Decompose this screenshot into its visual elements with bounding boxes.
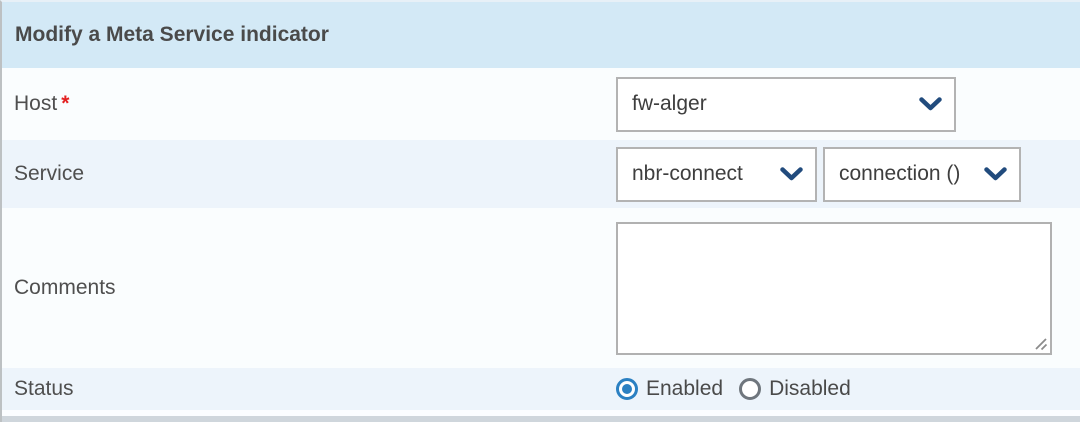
chevron-down-icon [919,97,942,111]
required-marker: * [61,92,70,115]
host-select[interactable]: fw-alger [616,76,956,132]
radio-enabled[interactable] [616,378,638,400]
chevron-down-icon [780,167,803,181]
bottom-divider [2,416,1080,422]
metric-select[interactable]: connection () [823,146,1021,202]
radio-disabled-label[interactable]: Disabled [769,377,851,400]
service-row: Service nbr-connect connection () [2,140,1080,208]
status-row: Status Enabled Disabled [2,368,1080,410]
comments-row: Comments [2,208,1080,368]
page-title: Modify a Meta Service indicator [15,23,329,46]
status-option-disabled[interactable]: Disabled [739,377,851,401]
service-select-value: nbr-connect [632,162,743,185]
comments-textarea[interactable] [618,223,1050,353]
form-header: Modify a Meta Service indicator [2,2,1080,68]
status-option-enabled[interactable]: Enabled [616,377,723,401]
bottom-spacer [2,410,1080,416]
comments-textarea-wrap [616,221,1052,355]
resize-grip-icon[interactable] [1033,336,1048,351]
metric-select-value: connection () [839,162,961,185]
chevron-down-icon [984,167,1007,181]
radio-enabled-label[interactable]: Enabled [646,377,724,400]
host-label: Host* [14,92,70,115]
status-label: Status [14,377,74,400]
radio-disabled[interactable] [739,378,762,400]
host-select-value: fw-alger [632,92,707,115]
host-row: Host* fw-alger [2,68,1080,140]
service-label: Service [14,162,85,185]
status-radio-group: Enabled Disabled [616,377,851,401]
comments-label: Comments [14,276,116,299]
service-select[interactable]: nbr-connect [616,146,817,202]
